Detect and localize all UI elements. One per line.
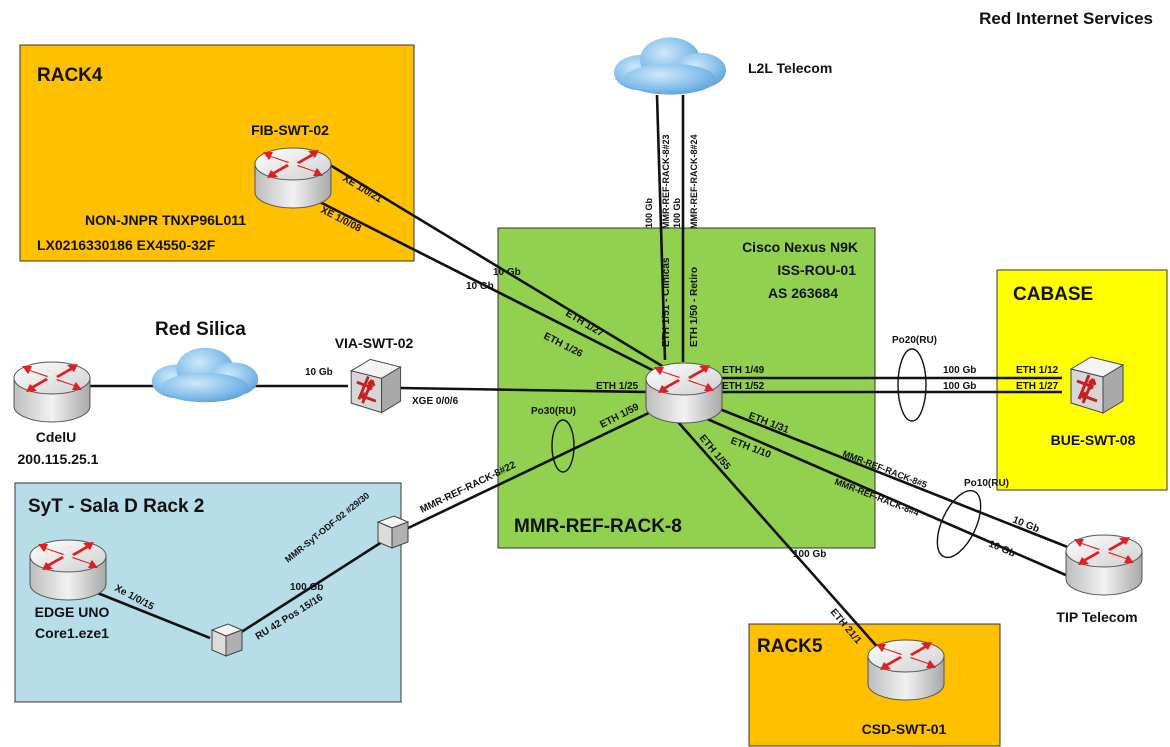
link-l2l-core-a [655, 94, 667, 361]
link-core-csd [677, 421, 881, 651]
syt-label: SyT - Sala D Rack 2 [28, 496, 204, 517]
link-ru42-edge [94, 590, 211, 640]
core-line2: ISS-ROU-01 [777, 262, 856, 278]
cloud-icon-silica [151, 347, 259, 403]
router-icon-edge [29, 539, 107, 601]
router-icon-cdelu [13, 361, 91, 423]
cabase-label: CABASE [1013, 284, 1093, 305]
diagram-title: Red Internet Services [979, 9, 1153, 28]
l2l-link-a: MMR-REF-RACK-8#23 [661, 134, 671, 229]
via-swt-name: VIA-SWT-02 [335, 335, 414, 351]
eth-1-51-label: ETH 1/51 - Clinicas [661, 257, 672, 347]
l2l-name: L2L Telecom [748, 60, 832, 76]
switch-icon-bue [1069, 355, 1125, 415]
router-icon-fib [254, 147, 332, 209]
po10-label: Po10(RU) [964, 478, 1009, 489]
eth-1-52-label: ETH 1/52 [722, 381, 765, 392]
eth-1-50-label: ETH 1/50 - Retiro [689, 267, 700, 347]
link-fib-core-b [299, 190, 669, 380]
fib-swt-line2: LX0216330186 EX4550-32F [37, 237, 216, 253]
po10-ellipse [936, 489, 982, 559]
core-line3: AS 263684 [768, 285, 838, 301]
csd-name: CSD-SWT-01 [862, 721, 947, 737]
link-core-tip-b [704, 416, 1069, 578]
tip-name: TIP Telecom [1056, 609, 1137, 625]
via-speed-label: 10 Gb [305, 367, 333, 378]
core-zone-label: MMR-REF-RACK-8 [514, 516, 682, 537]
core-line1: Cisco Nexus N9K [742, 239, 858, 255]
edge-name: EDGE UNO [35, 604, 110, 620]
po20-ellipse [897, 348, 927, 422]
fib-speed-b: 10 Gb [466, 281, 494, 292]
tip-speed-b: 10 Gb [987, 539, 1017, 560]
router-icon-csd [867, 639, 945, 701]
router-icon-core [645, 362, 723, 424]
cdelu-name: CdelU [36, 429, 76, 445]
eth-1-49-label: ETH 1/49 [722, 365, 765, 376]
link-via-core [399, 386, 649, 394]
edge-sub: Core1.eze1 [35, 625, 109, 641]
eth-1-12-label: ETH 1/12 [1016, 365, 1059, 376]
cdelu-ip: 200.115.25.1 [18, 451, 99, 467]
l2l-link-b: MMR-REF-RACK-8#24 [689, 134, 699, 229]
link-odf-ru42 [231, 538, 386, 640]
rack4-label: RACK4 [37, 65, 103, 86]
bue-swt-name: BUE-SWT-08 [1051, 432, 1136, 448]
po20-label: Po20(RU) [892, 335, 937, 346]
xge-label: XGE 0/0/6 [412, 396, 459, 407]
link-core-odf [403, 408, 656, 532]
rack4-zone [19, 44, 415, 262]
l2l-speed-b: 100 Gb [672, 197, 682, 228]
eth-1-25-label: ETH 1/25 [596, 381, 639, 392]
link-fib-core-a [324, 160, 673, 374]
tip-speed-a: 10 Gb [1011, 515, 1041, 536]
router-icon-tip [1065, 534, 1143, 596]
bue-speed-b: 100 Gb [943, 381, 976, 392]
red-silica-label: Red Silica [155, 319, 246, 340]
link-core-tip-a [711, 404, 1071, 550]
fib-speed-a: 10 Gb [493, 267, 521, 278]
fib-swt-line1: NON-JNPR TNXP96L011 [85, 212, 246, 228]
cloud-icon-l2l [614, 37, 726, 95]
box-icon-ru42 [211, 623, 243, 657]
po30-ellipse [551, 419, 575, 473]
eth-1-27b-label: ETH 1/27 [1016, 381, 1059, 392]
l2l-speed-a: 100 Gb [644, 197, 654, 228]
bue-speed-a: 100 Gb [943, 365, 976, 376]
switch-icon-via [349, 357, 403, 415]
fib-swt-name: FIB-SWT-02 [251, 122, 329, 138]
syt-speed-label: 100 Gb [290, 582, 323, 593]
po30-label: Po30(RU) [531, 406, 576, 417]
box-icon-odf [377, 515, 409, 549]
rack5-label: RACK5 [757, 636, 823, 657]
csd-speed-label: 100 Gb [793, 549, 826, 560]
